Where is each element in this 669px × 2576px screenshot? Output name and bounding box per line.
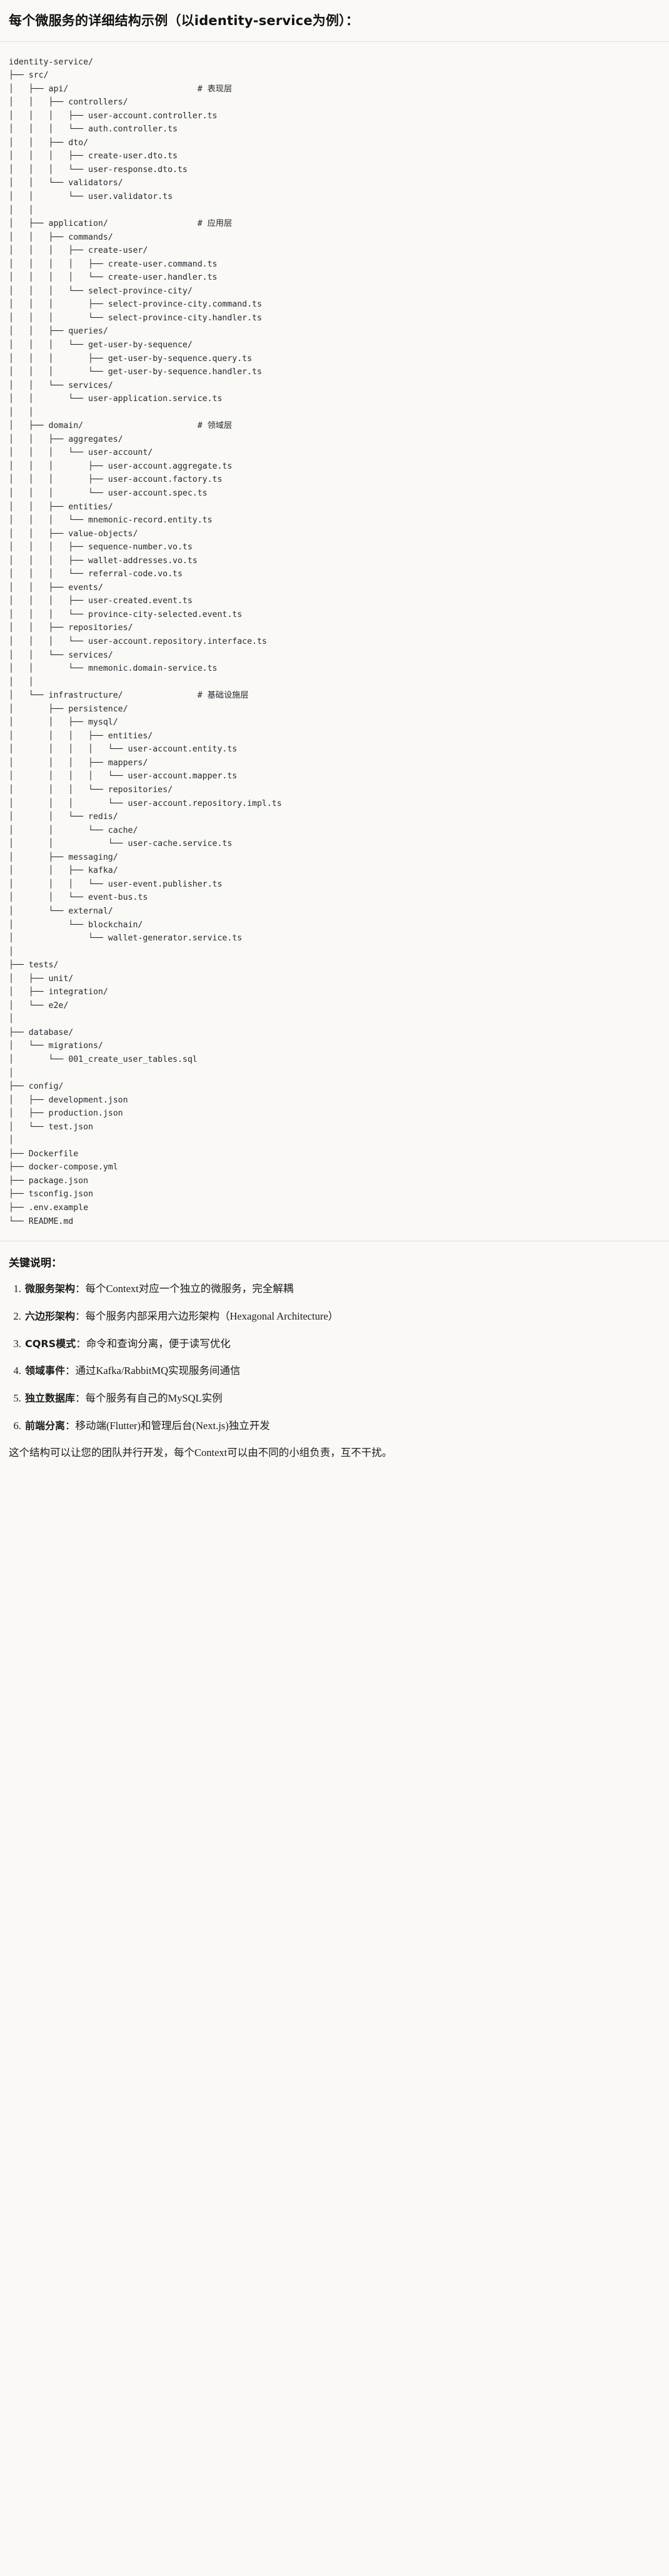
list-item: 微服务架构：每个Context对应一个独立的微服务，完全解耦 — [24, 1281, 660, 1298]
note-separator: ： — [75, 1283, 86, 1295]
note-term: CQRS模式 — [25, 1337, 76, 1350]
key-notes-section: 关键说明： 微服务架构：每个Context对应一个独立的微服务，完全解耦 六边形… — [0, 1241, 669, 1473]
directory-tree: identity-service/ ├── src/ │ ├── api/ # … — [9, 57, 282, 1226]
list-item: 六边形架构：每个服务内部采用六边形架构（Hexagonal Architectu… — [24, 1308, 660, 1325]
header-divider — [0, 41, 669, 42]
note-description: 每个服务有自己的MySQL实例 — [85, 1392, 223, 1404]
list-item: 前端分离：移动端(Flutter)和管理后台(Next.js)独立开发 — [24, 1418, 660, 1435]
note-term: 微服务架构 — [25, 1283, 76, 1295]
note-term: 独立数据库 — [25, 1392, 76, 1404]
note-description: 命令和查询分离，便于读写优化 — [86, 1337, 231, 1350]
note-separator: ： — [76, 1337, 86, 1350]
note-separator: ： — [65, 1365, 76, 1377]
note-term: 六边形架构 — [25, 1310, 76, 1322]
notes-heading: 关键说明： — [9, 1257, 62, 1270]
directory-tree-block: identity-service/ ├── src/ │ ├── api/ # … — [0, 41, 669, 1241]
list-item: 独立数据库：每个服务有自己的MySQL实例 — [24, 1390, 660, 1407]
note-separator: ： — [65, 1419, 76, 1432]
notes-list: 微服务架构：每个Context对应一个独立的微服务，完全解耦 六边形架构：每个服… — [9, 1281, 660, 1434]
note-separator: ： — [75, 1392, 86, 1404]
note-description: 移动端(Flutter)和管理后台(Next.js)独立开发 — [75, 1419, 270, 1432]
page-title: 每个微服务的详细结构示例（以identity-service为例）： — [9, 13, 360, 28]
closing-paragraph: 这个结构可以让您的团队并行开发，每个Context可以由不同的小组负责，互不干扰… — [9, 1447, 393, 1459]
note-description: 每个Context对应一个独立的微服务，完全解耦 — [85, 1283, 294, 1295]
note-term: 领域事件 — [25, 1365, 66, 1377]
note-description: 通过Kafka/RabbitMQ实现服务间通信 — [75, 1365, 241, 1377]
note-term: 前端分离 — [25, 1419, 66, 1432]
list-item: CQRS模式：命令和查询分离，便于读写优化 — [24, 1336, 660, 1353]
list-item: 领域事件：通过Kafka/RabbitMQ实现服务间通信 — [24, 1363, 660, 1380]
document-page: 每个微服务的详细结构示例（以identity-service为例）： ident… — [0, 0, 669, 1473]
note-separator: ： — [75, 1310, 86, 1322]
note-description: 每个服务内部采用六边形架构（Hexagonal Architecture） — [85, 1310, 339, 1322]
